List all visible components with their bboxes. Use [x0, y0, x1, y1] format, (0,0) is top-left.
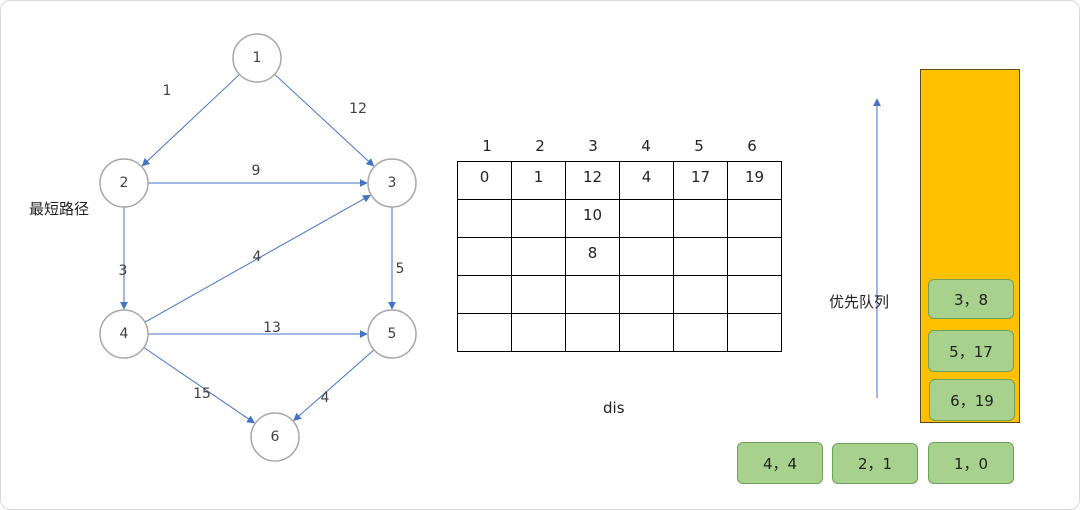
dis-header-5: 5 [694, 137, 704, 155]
table-row: 8 [457, 237, 782, 276]
edge-weight-2-3: 9 [252, 163, 261, 179]
dis-cell [673, 199, 728, 238]
edge-1-3 [274, 73, 375, 167]
queue-item: 6，19 [929, 379, 1015, 421]
graph-node-3: 3 [367, 158, 417, 208]
table-row: 10 [457, 199, 782, 238]
dis-cell: 4 [619, 161, 674, 200]
graph-node-label: 6 [271, 429, 280, 445]
dis-cell: 19 [727, 161, 782, 200]
queue-item: 5，17 [928, 330, 1014, 372]
edge-weight-4-3: 4 [253, 249, 262, 265]
dis-cell [511, 275, 566, 314]
dis-cell: 0 [457, 161, 512, 200]
graph-node-label: 4 [120, 326, 129, 342]
edge-weight-5-6: 4 [321, 390, 330, 406]
graph-node-4: 4 [99, 309, 149, 359]
dis-cell [457, 199, 512, 238]
edge-1-2 [141, 74, 240, 167]
queue-item: 3，8 [928, 279, 1014, 319]
dis-header-6: 6 [747, 137, 757, 155]
dis-cell [727, 313, 782, 352]
dis-cell [457, 275, 512, 314]
dis-cell [619, 275, 674, 314]
dis-cell [673, 275, 728, 314]
shortest-path-label: 最短路径 [29, 200, 90, 218]
dis-cell: 1 [511, 161, 566, 200]
popped-item: 4，4 [737, 442, 823, 484]
graph-node-5: 5 [367, 309, 417, 359]
dis-header-4: 4 [641, 137, 651, 155]
graph-node-6: 6 [250, 412, 300, 462]
dis-cell [511, 237, 566, 276]
dis-cell [565, 275, 620, 314]
graph-node-label: 1 [253, 50, 262, 66]
dis-cell [619, 199, 674, 238]
dis-cell [511, 199, 566, 238]
dis-cell [619, 237, 674, 276]
dis-cell [727, 199, 782, 238]
graph-node-2: 2 [99, 158, 149, 208]
edge-weight-4-5: 13 [263, 320, 281, 336]
graph-node-1: 1 [232, 33, 282, 83]
dis-cell [457, 313, 512, 352]
table-row [457, 313, 782, 352]
dis-cell [619, 313, 674, 352]
edge-5-6 [293, 349, 375, 422]
dis-header-2: 2 [535, 137, 545, 155]
dis-cell [727, 275, 782, 314]
priority-queue-label: 优先队列 [829, 293, 890, 311]
dis-cell: 17 [673, 161, 728, 200]
popped-item: 2，1 [832, 443, 918, 484]
table-row [457, 275, 782, 314]
graph-node-label: 2 [120, 175, 129, 191]
dis-cell [511, 313, 566, 352]
dis-label: dis [603, 399, 625, 417]
edge-weight-1-3: 12 [349, 101, 367, 117]
dis-header-1: 1 [482, 137, 492, 155]
dis-cell: 8 [565, 237, 620, 276]
dis-cell: 12 [565, 161, 620, 200]
edge-4-3 [144, 194, 371, 323]
dis-cell [565, 313, 620, 352]
dis-header-3: 3 [588, 137, 598, 155]
edge-weight-4-6: 15 [193, 386, 211, 402]
dis-cell [727, 237, 782, 276]
dis-cell: 10 [565, 199, 620, 238]
dis-cell [457, 237, 512, 276]
popped-item: 1，0 [928, 442, 1014, 484]
graph-node-label: 5 [388, 326, 397, 342]
edge-4-6 [143, 347, 256, 424]
graph-node-label: 3 [388, 175, 397, 191]
edge-weight-3-5: 5 [396, 261, 405, 277]
dis-cell [673, 237, 728, 276]
edge-weight-1-2: 1 [163, 83, 172, 99]
edge-weight-2-4: 3 [119, 263, 128, 279]
dis-cell [673, 313, 728, 352]
